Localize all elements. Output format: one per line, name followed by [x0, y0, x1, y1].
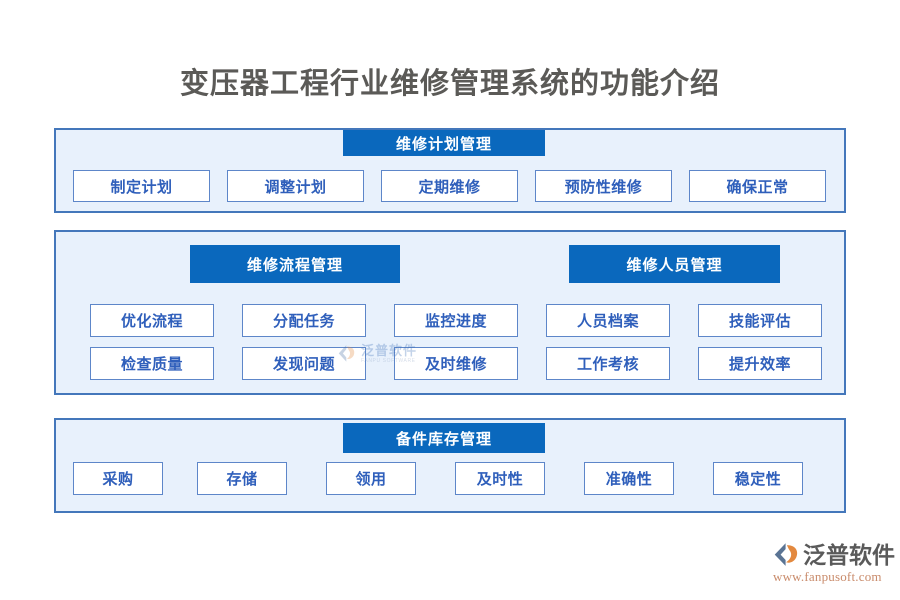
brand-url: www.fanpusoft.com	[773, 569, 882, 584]
section-header-spare-parts-inventory: 备件库存管理	[343, 423, 545, 453]
section-panel-maintenance-plan: 维修计划管理 制定计划 调整计划 定期维修 预防性维修 确保正常	[54, 128, 846, 213]
item-box-wendingxing[interactable]: 稳定性	[713, 462, 803, 495]
item-box-zhidingjihua[interactable]: 制定计划	[73, 170, 210, 202]
section-header-maintenance-personnel: 维修人员管理	[569, 245, 780, 283]
item-box-fenpeirenwu[interactable]: 分配任务	[242, 304, 366, 337]
fanpu-logo-icon	[774, 542, 798, 566]
item-box-zhunquexing[interactable]: 准确性	[584, 462, 674, 495]
item-box-youhualiucheng[interactable]: 优化流程	[90, 304, 214, 337]
item-box-dingqiweixiu[interactable]: 定期维修	[381, 170, 518, 202]
brand-name-cn: 泛普软件	[803, 541, 895, 568]
item-box-jianchazhiliang[interactable]: 检查质量	[90, 347, 214, 380]
item-box-tiaozhengjihua[interactable]: 调整计划	[227, 170, 364, 202]
item-box-lingyong[interactable]: 领用	[326, 462, 416, 495]
item-box-faxianwenti[interactable]: 发现问题	[242, 347, 366, 380]
section-panel-spare-parts-inventory: 备件库存管理 采购 存储 领用 及时性 准确性 稳定性	[54, 418, 846, 513]
item-box-jishiweixiu[interactable]: 及时维修	[394, 347, 518, 380]
item-box-yufangxingweixiu[interactable]: 预防性维修	[535, 170, 672, 202]
item-box-tishengxiaolv[interactable]: 提升效率	[698, 347, 822, 380]
section-header-maintenance-process: 维修流程管理	[190, 245, 400, 283]
brand-logo-top: 泛普软件	[772, 540, 895, 570]
item-box-cunchu[interactable]: 存储	[197, 462, 287, 495]
item-box-jishixing[interactable]: 及时性	[455, 462, 545, 495]
brand-logo: 泛普软件 www.fanpusoft.com	[772, 540, 895, 586]
item-box-quebaozhengchang[interactable]: 确保正常	[689, 170, 826, 202]
item-box-caigou[interactable]: 采购	[73, 462, 163, 495]
item-box-jiankongjindu[interactable]: 监控进度	[394, 304, 518, 337]
item-box-renyuandangan[interactable]: 人员档案	[546, 304, 670, 337]
section-panel-process-and-personnel: 维修流程管理 维修人员管理 优化流程 分配任务 监控进度 检查质量 发现问题 及…	[54, 230, 846, 395]
page-title: 变压器工程行业维修管理系统的功能介绍	[179, 68, 720, 100]
section-header-maintenance-plan: 维修计划管理	[343, 130, 545, 156]
item-box-jinengpinggu[interactable]: 技能评估	[698, 304, 822, 337]
item-box-gongzuokaohe[interactable]: 工作考核	[546, 347, 670, 380]
